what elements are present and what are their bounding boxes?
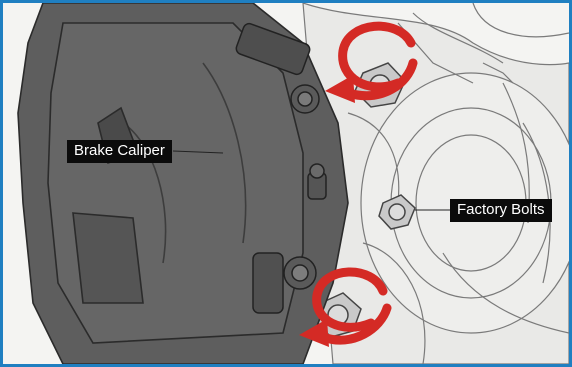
caliper-bleeder — [308, 164, 326, 199]
factory-bolts-label: Factory Bolts — [450, 199, 552, 222]
brake-caliper-label: Brake Caliper — [67, 140, 172, 163]
brake-caliper-illustration — [3, 3, 569, 364]
